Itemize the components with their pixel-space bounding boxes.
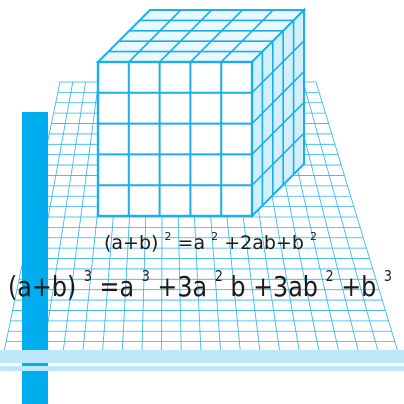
square-b-exponent: 2 — [310, 230, 317, 243]
cube-side-line — [251, 71, 305, 125]
cube-top-line — [189, 9, 243, 63]
cube-term2-a: +3a — [157, 270, 207, 303]
horizontal-stripe-bottom — [0, 366, 404, 371]
square-middle: +2ab+b — [224, 232, 304, 254]
square-formula: (a+b) 2 =a 2 +2ab+b 2 — [104, 223, 317, 254]
cube-5x5x5 — [95, 7, 307, 219]
cube-term2-exponent: 2 — [215, 267, 223, 285]
cube-side-line — [251, 40, 305, 94]
cube-formula: (a+b) 3 =a 3 +3a 2 b +3ab 2 +b 3 — [8, 255, 392, 303]
cube-a-exponent: 3 — [142, 267, 150, 285]
cube-lhs: (a+b) — [8, 270, 76, 303]
cube-eq-a: =a — [100, 270, 135, 303]
cube-top-line — [159, 9, 213, 63]
square-lhs: (a+b) — [104, 232, 158, 254]
cube-side-line — [251, 132, 305, 186]
cube-side-line — [251, 101, 305, 155]
cube-term3-exponent: 2 — [326, 267, 334, 285]
cube-b-exponent: 3 — [384, 267, 392, 285]
cube-front-face — [96, 60, 254, 218]
cube-top-line — [220, 9, 274, 63]
cube-term4: +b — [341, 270, 376, 303]
horizontal-stripe-top — [0, 350, 404, 363]
cube-term2-b: b — [230, 270, 245, 303]
cube-lhs-exponent: 3 — [84, 267, 92, 285]
square-lhs-exponent: 2 — [165, 230, 172, 243]
cube-grid-lines — [98, 9, 305, 216]
cube-top-line — [128, 9, 182, 63]
square-a-exponent: 2 — [211, 230, 218, 243]
cube-term3: +3ab — [253, 270, 318, 303]
square-eq-a: =a — [178, 232, 206, 254]
